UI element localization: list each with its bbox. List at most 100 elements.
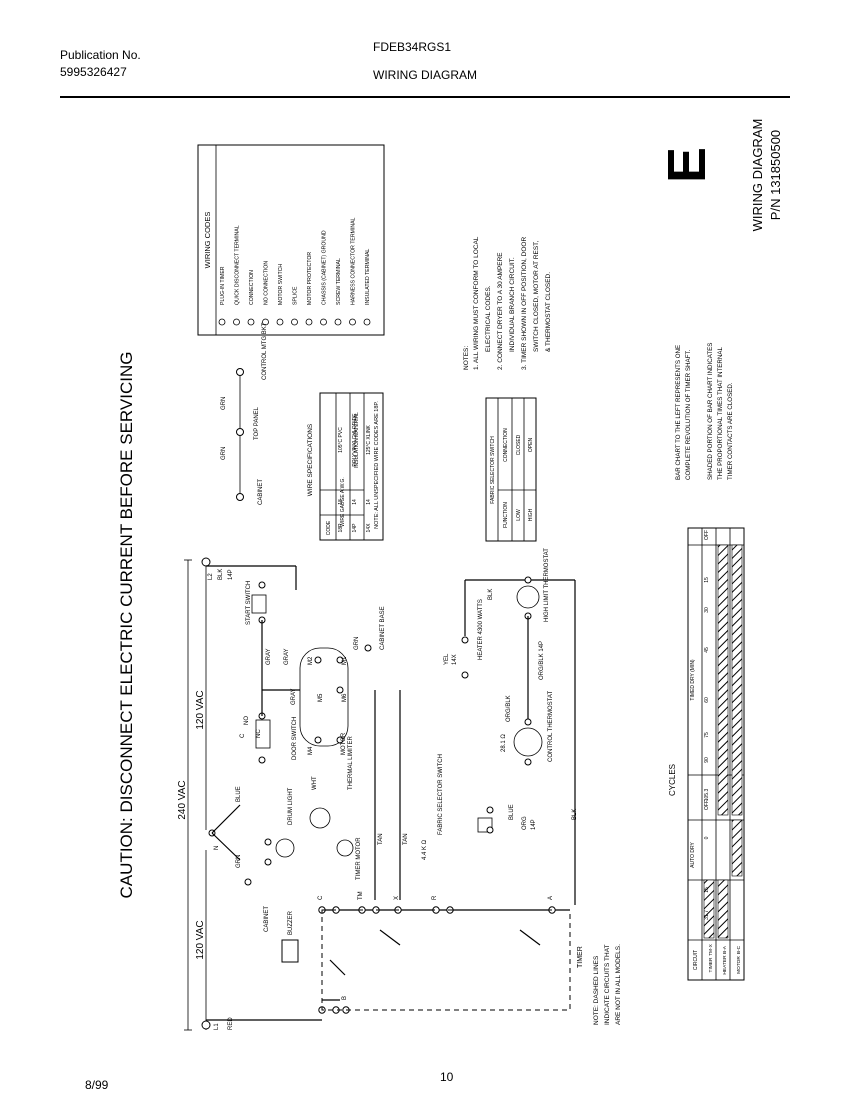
wiring-code-item: MOTOR SWITCH [278,264,284,305]
wiring-code-item: MOTOR PROTECTOR [307,252,313,305]
cycles-column-label: OFF [704,800,710,810]
door-switch-label: DOOR SWITCH [292,717,298,760]
wire-specs-cell: POLYVINYLCHLORIDE [352,413,358,467]
gray-label-3: GRAY [284,648,290,665]
buzzer [281,939,299,963]
cycles-row-label: TIMER [708,957,714,972]
cycles-column-label: 15 [704,887,710,893]
side-title: WIRING DIAGRAM [750,119,765,232]
fabric-cell: LOW [516,509,522,521]
fabric-title: FABRIC SELECTOR SWITCH [490,436,496,504]
bar-chart-note: THE PROPORTIONAL TIMES THAT INTERNAL [717,347,724,480]
n-grn-label: GRN [236,855,242,868]
l2-terminal [201,557,211,567]
gnd-control-label: CONTROL MTG BKT [262,322,268,380]
cycles-column-label: 45 [704,647,710,653]
drum-light [275,838,295,858]
tan-label-1: TAN [378,833,384,845]
header-rule [60,96,790,98]
gray-label-2: GRAY [291,688,297,705]
wiring-code-symbol [233,318,240,326]
wiring-code-symbol [320,318,327,326]
buzzer-label: BUZZER [288,910,294,935]
wire-specs-cell: 14 [366,499,372,505]
fabric-selector-table: FABRIC SELECTOR SWITCHFUNCTIONCONNECTION… [485,397,537,542]
wiring-code-item: SPLICE [293,286,299,305]
blue-label: BLUE [236,786,242,802]
fabric-switch-label: FABRIC SELECTOR SWITCH [438,754,444,835]
m1-label: M1 [342,656,348,665]
org14p-label: 14P [531,819,537,830]
term-x-label: X [394,896,400,900]
l1-label: L1 [214,1023,220,1030]
n-label: N [214,846,220,850]
heater-label: HEATER 4300 WATTS [478,599,484,660]
gnd-top-panel-label: TOP PANEL [254,406,260,440]
wiring-code-item: NO CONNECTION [264,261,270,305]
wire-specs-cell: 18 [338,499,344,505]
gnd-cabinet-label: CABINET [258,479,264,505]
l1-terminal [201,1020,211,1030]
v120-top-label: 120 VAC [195,690,206,729]
blk-right-label: BLK [572,809,578,820]
cycles-column-label: 0 [704,836,710,839]
wire-specs-cell: 14X [366,523,372,533]
cycles-column-label: 31.7 [704,910,710,920]
notes-line: 1. ALL WIRING MUST CONFORM TO LOCAL [473,236,480,370]
side-part-number: P/N 131850500 [768,130,783,220]
wiring-code-item: SCREW TERMINAL [336,258,342,305]
cycles-column-label: 60 [704,697,710,703]
bar-chart-note: TIMER CONTACTS ARE CLOSED. [727,382,734,480]
cabinet-label: CABINET [264,906,270,932]
timer-motor-label: TIMER MOTOR [356,837,362,880]
footer-page: 10 [440,1070,454,1084]
cycles-row-label: HEATER [722,955,728,975]
no-label: NO [244,716,250,725]
m2-label: M2 [308,656,314,665]
notes-block: NOTES:1. ALL WIRING MUST CONFORM TO LOCA… [463,236,552,370]
cycles-header: CIRCUIT [693,950,699,970]
notes-title: NOTES: [463,346,470,370]
notes-line: INDIVIDUAL BRANCH CIRCUIT. [509,257,516,352]
fabric-header: FUNCTION [503,502,509,528]
orgblk14p-label: ORG/BLK 14P [539,641,545,680]
wiring-code-symbol [305,318,313,326]
high-limit-label: HIGH LIMIT THERMOSTAT [544,548,550,622]
dashed-note-line: NOTE: DASHED LINES [593,955,600,1025]
doc-title: WIRING DIAGRAM [373,68,477,82]
cycles-column-label: TIMED DRY (MIN) [690,659,696,701]
cycles-title: CYCLES [668,764,677,796]
tan-label-2: TAN [403,833,409,845]
wire-specs-cell: 14 [352,499,358,505]
wiring-code-item: CHASSIS (CABINET) GROUND [322,230,328,305]
term-r-label: R [432,895,438,900]
nc-label: NC [256,729,262,738]
wire-specs-header: WIRE GAUGE A.W.G. [340,477,346,526]
wiring-codes-title: WIRING CODES [203,212,212,269]
orgblk-label: ORG/BLK [506,695,512,722]
caution-text: CAUTION: DISCONNECT ELECTRIC CURRENT BEF… [117,352,136,899]
notes-line: 3. TIMER SHOWN IN OFF POSITION, DOOR [521,237,528,370]
wire-specs-title: WIRE SPECIFICATIONS [307,423,314,496]
yel-label: YEL [444,653,450,665]
wiring-code-symbol [363,318,371,326]
wiring-code-symbol [218,318,226,326]
cycles-row-label: MOTOR [736,956,742,974]
v240-label: 240 VAC [177,780,188,819]
v120-bottom-label: 120 VAC [195,920,206,959]
fabric-cell: OPEN [528,438,534,453]
org-label: ORG [522,816,528,830]
publication-label: Publication No. [60,48,141,62]
thermal-limiter-label: THERMAL LIMITER [348,736,354,790]
schematic: 240 VAC 120 VAC 120 VAC L1 RED L2 BLK 14… [177,548,622,1031]
cycles-column-label: AUTO DRY [690,842,696,868]
motor [299,647,349,747]
wire-specs-header: INSULATION MATERIAL [354,412,360,468]
drum-light-label: DRUM LIGHT [288,787,294,825]
l2-14p-label: 14P [228,569,234,580]
blk-heater-label: BLK [488,589,494,600]
term-c-label: C [318,895,324,900]
